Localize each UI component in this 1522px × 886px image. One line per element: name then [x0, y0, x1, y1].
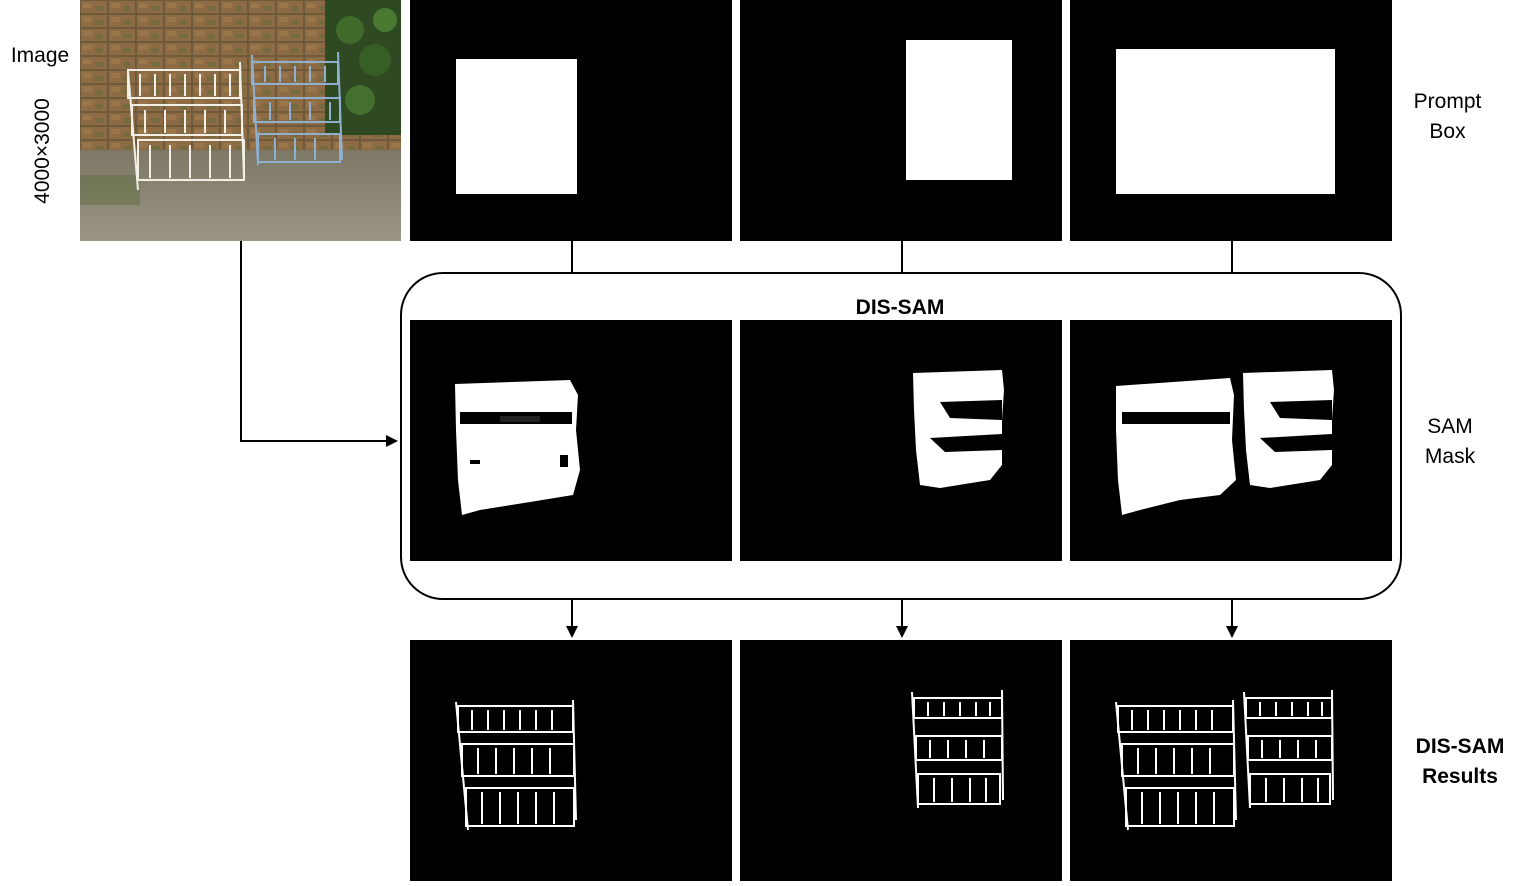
image-label: Image [10, 44, 70, 67]
input-photo [80, 0, 401, 241]
dis-sam-title: DIS-SAM [855, 296, 945, 319]
white-shelf [127, 61, 245, 191]
result-panel-1 [410, 640, 732, 881]
result-panel-3 [1070, 640, 1392, 881]
result-shelf-wireframe [1115, 699, 1237, 831]
prompt-box-panel-3 [1070, 0, 1392, 241]
sam-mask-shape [455, 380, 580, 515]
prompt-box-label-line1: Prompt [1413, 90, 1482, 113]
sam-mask-shape [1116, 378, 1236, 515]
result-shelf-wireframe [455, 699, 577, 831]
result-shelf-wireframe [911, 689, 1004, 809]
sam-mask-label-line1: SAM [1427, 415, 1473, 438]
sam-mask-panel-1 [410, 320, 732, 561]
results-label-line2: Results [1422, 765, 1498, 788]
sam-mask-panel-2 [740, 320, 1062, 561]
result-panel-2 [740, 640, 1062, 881]
sam-mask-label-line2: Mask [1424, 445, 1476, 468]
prompt-box-panel-2 [740, 0, 1062, 241]
sam-mask-shape [1243, 370, 1334, 488]
prompt-box-rect [906, 40, 1012, 180]
image-to-dis-sam-arrow [240, 241, 398, 447]
result-shelf-wireframe [1243, 689, 1334, 809]
blue-shelf [251, 51, 343, 166]
sam-mask-shape [913, 370, 1004, 488]
sam-mask-panel-3 [1070, 320, 1392, 561]
resolution-label: 4000×3000 [31, 98, 54, 204]
prompt-box-rect [456, 59, 577, 194]
prompt-box-rect [1116, 49, 1335, 194]
prompt-box-panel-1 [410, 0, 732, 241]
prompt-box-label-line2: Box [1429, 120, 1466, 143]
results-label-line1: DIS-SAM [1415, 735, 1505, 758]
